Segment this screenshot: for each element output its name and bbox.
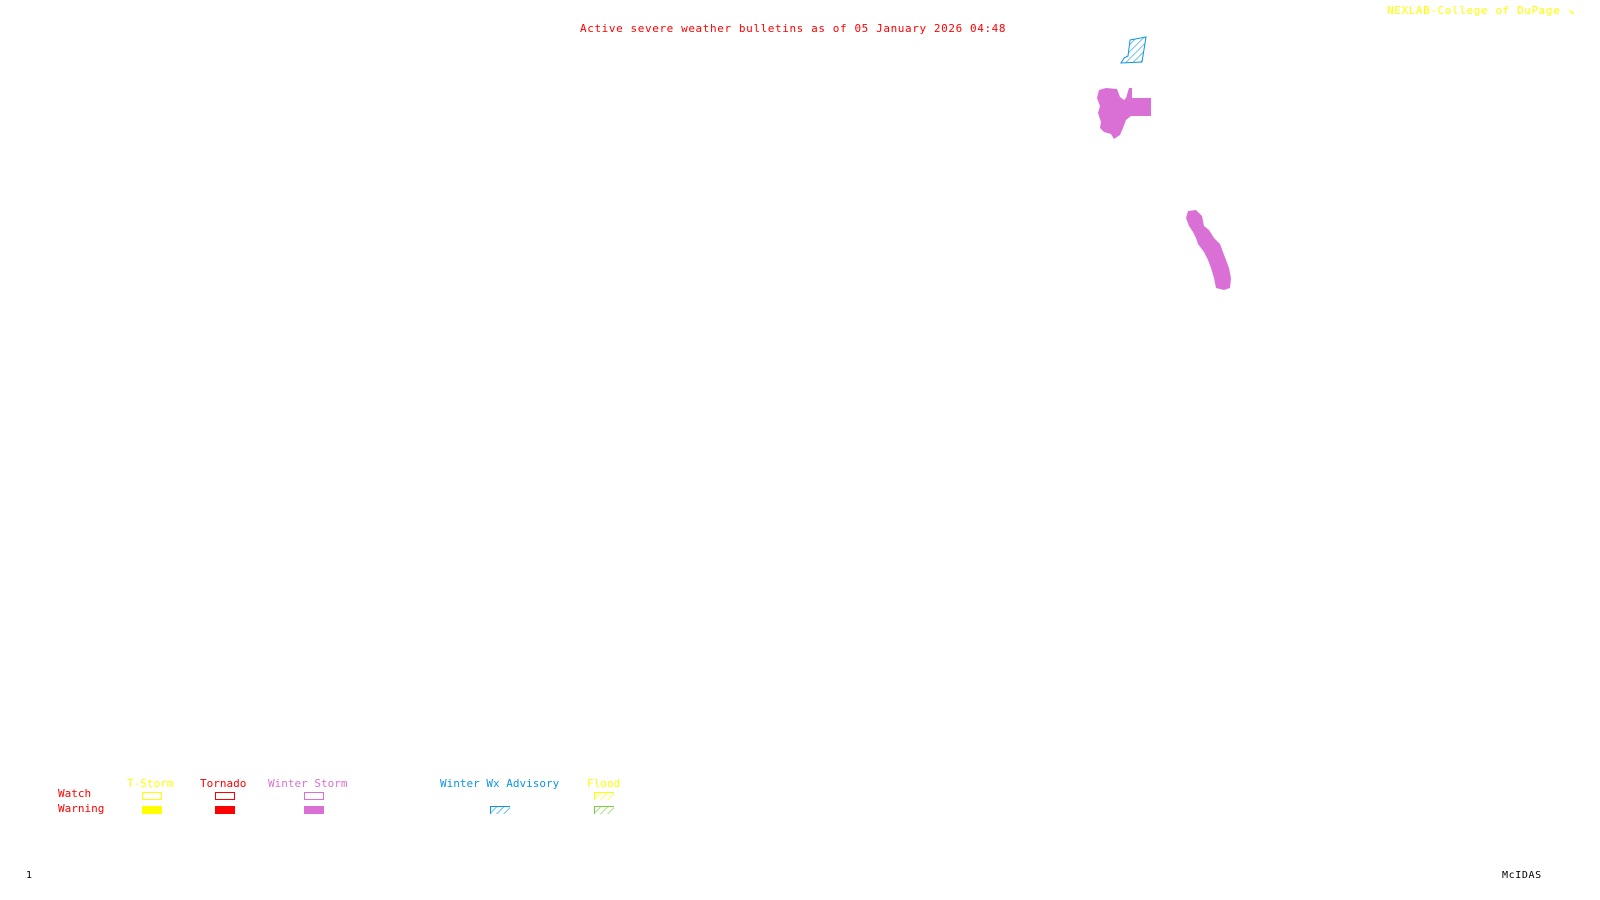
- tornado-warning-swatch: [215, 806, 235, 814]
- winter-storm-warning-area[interactable]: [1097, 88, 1151, 139]
- legend-header-flood: Flood: [587, 777, 621, 790]
- tstorm-warning-swatch: [142, 806, 162, 814]
- tstorm-watch-swatch: [142, 792, 162, 800]
- legend-header-winter-storm: Winter Storm: [268, 777, 348, 790]
- winter-storm-warning-swatch: [304, 806, 324, 814]
- flood-warning-swatch: [594, 806, 614, 814]
- winter-storm-warning-area[interactable]: [1186, 210, 1231, 290]
- legend-header-tornado: Tornado: [200, 777, 247, 790]
- credit-label: NEXLAB-College of DuPage ↘: [1387, 5, 1575, 17]
- tornado-watch-swatch: [215, 792, 235, 800]
- page-title: Active severe weather bulletins as of 05…: [580, 22, 1007, 35]
- flood-watch-swatch: [594, 792, 614, 800]
- frame-number: 1: [26, 870, 33, 881]
- winter-wx-advisory-swatch: [490, 806, 510, 814]
- legend-header-tstorm: T-Storm: [127, 777, 174, 790]
- credit-text: NEXLAB-College of DuPage: [1387, 4, 1561, 17]
- software-label: McIDAS: [1502, 870, 1542, 881]
- legend-row-warning: Warning: [58, 802, 105, 815]
- winter-storm-watch-swatch: [304, 792, 324, 800]
- legend-header-winter-wx-advisory: Winter Wx Advisory: [440, 777, 560, 790]
- legend-row-watch: Watch: [58, 787, 92, 800]
- nexlab-logo-icon: ↘: [1567, 4, 1575, 17]
- winter-wx-advisory-area[interactable]: [1120, 36, 1147, 64]
